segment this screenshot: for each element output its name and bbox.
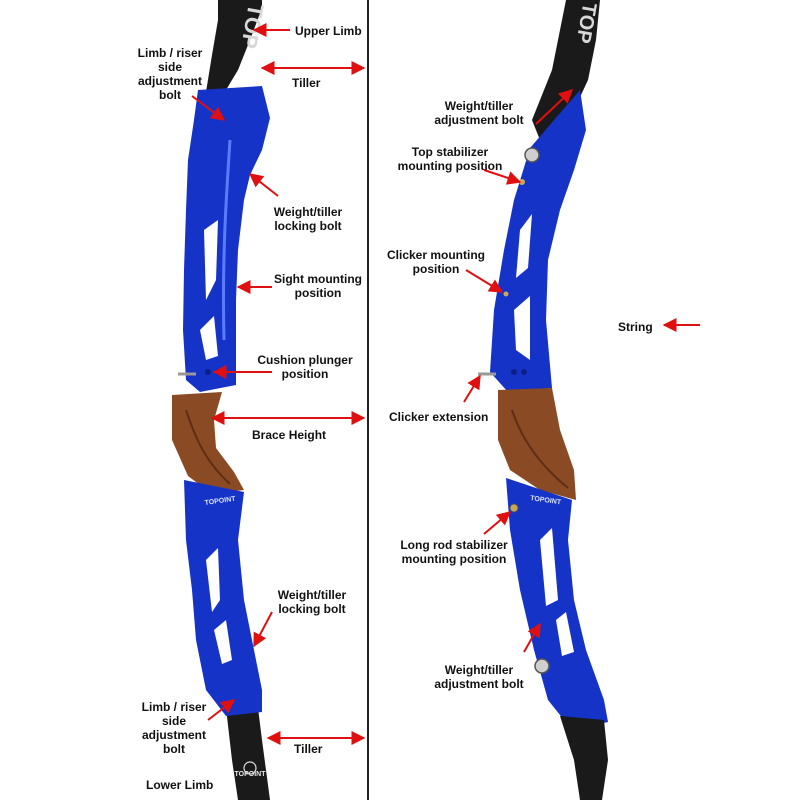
right-upper-limb bbox=[532, 0, 600, 140]
arrow-weight-adjust-top bbox=[535, 89, 574, 125]
right-long-rod-bushing bbox=[509, 503, 519, 513]
right-riser-window-1 bbox=[516, 214, 532, 278]
left-bow: TOP TOPOINT TOPOINT bbox=[172, 0, 369, 800]
left-riser-upper bbox=[183, 86, 270, 392]
label-top-stabilizer: Top stabilizer mounting position bbox=[397, 145, 503, 173]
left-grip bbox=[172, 392, 244, 494]
left-riser-highlight bbox=[221, 139, 232, 341]
label-tiller-top: Tiller bbox=[292, 76, 321, 90]
label-limb-riser-bolt-bottom: Limb / riser side adjustment bolt bbox=[141, 700, 207, 756]
arrow-limb-riser-bolt-top bbox=[191, 95, 226, 121]
right-riser-window-2 bbox=[514, 296, 530, 360]
arrow-weight-locking-top bbox=[248, 173, 279, 197]
right-grip bbox=[498, 388, 576, 500]
left-riser-brand-text: TOPOINT bbox=[204, 496, 236, 507]
right-clicker-hole bbox=[503, 291, 509, 297]
right-bushing-2 bbox=[521, 369, 527, 375]
right-bow: TOP TOPOINT bbox=[478, 0, 608, 800]
label-weight-locking-top: Weight/tiller locking bolt bbox=[273, 205, 343, 233]
left-riser-window-2 bbox=[200, 316, 218, 360]
right-riser-upper bbox=[490, 90, 586, 392]
arrow-top-stabilizer bbox=[483, 169, 522, 185]
label-string: String bbox=[618, 320, 653, 334]
right-lower-limb bbox=[560, 716, 608, 800]
label-lower-limb: Lower Limb bbox=[146, 778, 214, 792]
arrow-weight-adjust-bottom bbox=[523, 622, 541, 653]
label-weight-adjust-top: Weight/tiller adjustment bolt bbox=[434, 99, 524, 127]
arrow-weight-locking-bottom bbox=[253, 611, 273, 648]
label-weight-locking-bottom: Weight/tiller locking bolt bbox=[277, 588, 347, 616]
lower-limb-logo bbox=[243, 761, 257, 775]
label-cushion-plunger: Cushion plunger position bbox=[257, 353, 353, 381]
label-weight-adjust-bottom: Weight/tiller adjustment bolt bbox=[434, 663, 524, 691]
arrow-clicker-mounting bbox=[465, 269, 504, 293]
arrow-clicker-extension bbox=[463, 374, 481, 403]
right-riser-lower bbox=[506, 478, 608, 730]
left-riser-window-1 bbox=[204, 220, 218, 300]
right-bottom-adjust-bolt bbox=[534, 658, 550, 674]
left-riser-lower bbox=[184, 480, 262, 716]
label-clicker-extension: Clicker extension bbox=[389, 410, 489, 424]
right-bushing-1 bbox=[511, 369, 517, 375]
right-grip-grain bbox=[511, 409, 569, 489]
left-riser-window-4 bbox=[214, 620, 232, 664]
arrow-limb-riser-bolt-bottom bbox=[207, 699, 236, 721]
label-sight-mounting: Sight mounting position bbox=[274, 272, 362, 300]
left-plunger-hole-1 bbox=[205, 369, 211, 375]
upper-limb bbox=[206, 0, 262, 92]
lower-limb bbox=[226, 708, 270, 800]
right-top-adjust-bolt bbox=[524, 147, 540, 163]
right-riser-window-3 bbox=[540, 528, 558, 606]
label-long-rod: Long rod stabilizer mounting position bbox=[400, 538, 508, 566]
label-upper-limb: Upper Limb bbox=[295, 24, 362, 38]
label-limb-riser-bolt-top: Limb / riser side adjustment bolt bbox=[137, 46, 203, 102]
arrow-long-rod bbox=[483, 511, 512, 535]
left-grip-grain bbox=[185, 409, 231, 485]
right-riser-brand-text: TOPOINT bbox=[530, 495, 562, 506]
label-clicker-mounting: Clicker mounting position bbox=[386, 248, 485, 276]
left-riser-window-3 bbox=[206, 548, 220, 612]
label-tiller-bottom: Tiller bbox=[294, 742, 323, 756]
right-riser-window-4 bbox=[556, 612, 574, 656]
annotation-arrows bbox=[191, 23, 700, 745]
label-brace-height: Brace Height bbox=[252, 428, 327, 442]
